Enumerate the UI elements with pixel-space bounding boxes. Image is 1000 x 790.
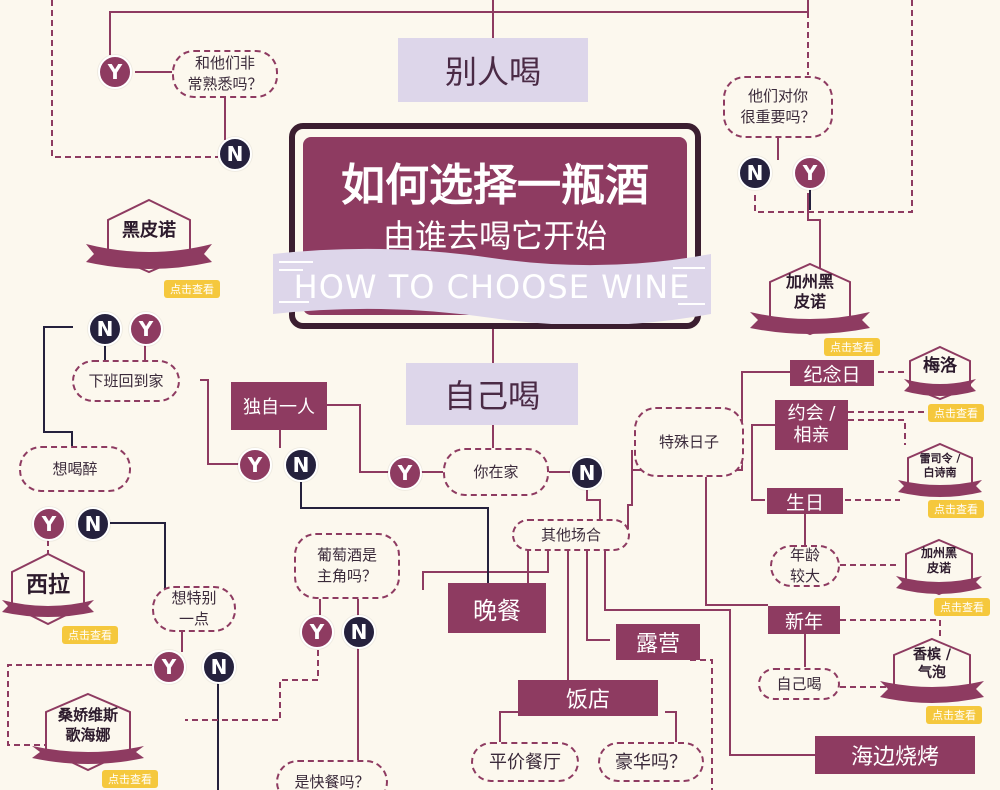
box-restaurant: 饭店: [518, 680, 658, 716]
hexagon-icon: [880, 637, 984, 703]
yes-circle-alone: Y: [238, 448, 272, 482]
box-birthday: 生日: [767, 488, 843, 514]
title-ribbon: HOW TO CHOOSE WINE: [273, 248, 711, 324]
title-sub: 由谁去喝它开始: [382, 217, 607, 255]
wine-name: 加州黑 皮诺: [785, 272, 834, 311]
wine-name: 黑皮诺: [122, 220, 176, 241]
no-circle-home: N: [88, 312, 122, 346]
question-fast-food: 是快餐吗？: [276, 760, 388, 790]
question-luxury: 豪华吗？: [598, 742, 704, 782]
ribbon-text: HOW TO CHOOSE WINE: [293, 268, 691, 306]
box-dinner: 晚餐: [448, 583, 546, 633]
question-age-older: 年龄 较大: [770, 545, 840, 587]
question-important: 他们对你 很重要吗？: [723, 76, 833, 138]
wine-name: 加州黑 皮诺: [920, 546, 957, 575]
box-new-year: 新年: [768, 606, 840, 634]
hexagon-icon: [750, 262, 870, 336]
box-alone: 独自一人: [231, 382, 327, 430]
no-circle-special: N: [202, 650, 236, 684]
dashed-connectors: [7, 0, 941, 790]
yes-circle-at-home: Y: [388, 456, 422, 490]
view-tag-syrah[interactable]: 点击查看: [62, 626, 118, 644]
wine-badge-ca-pinot[interactable]: 加州黑 皮诺: [750, 262, 870, 336]
wine-badge-champagne[interactable]: 香槟 / 气泡: [880, 637, 984, 703]
hexagon-icon: [898, 442, 982, 498]
view-tag-ca-pinot-2[interactable]: 点击查看: [934, 598, 990, 616]
question-want-special: 想特别 一点: [152, 586, 236, 632]
wine-name: 雷司令 / 白诗南: [919, 452, 961, 479]
branch-self: 自己喝: [406, 363, 578, 425]
box-date: 约会 / 相亲: [775, 400, 848, 450]
wine-badge-merlot[interactable]: 梅洛: [904, 345, 976, 401]
hexagon-icon: [86, 198, 212, 274]
title-main: 如何选择一瓶酒: [341, 160, 649, 211]
yes-circle-home: Y: [129, 312, 163, 346]
wine-badge-sangiovese[interactable]: 桑娇维斯 歌海娜: [32, 692, 144, 772]
yes-circle-familiar: Y: [98, 55, 132, 89]
wine-badge-syrah[interactable]: 西拉: [2, 552, 94, 626]
wine-name: 香槟 / 气泡: [913, 647, 951, 681]
box-anniversary: 纪念日: [790, 360, 874, 386]
box-camping: 露营: [616, 624, 700, 660]
no-circle-important: N: [738, 156, 772, 190]
view-tag-riesling[interactable]: 点击查看: [928, 500, 984, 518]
view-tag-ca-pinot[interactable]: 点击查看: [824, 338, 880, 356]
yes-circle-drunk: Y: [32, 507, 66, 541]
yes-circle-important: Y: [793, 156, 827, 190]
hexagon-icon: [32, 692, 144, 772]
wine-name: 桑娇维斯 歌海娜: [57, 706, 118, 744]
view-tag-sangiovese[interactable]: 点击查看: [102, 770, 158, 788]
view-tag-pinot-noir[interactable]: 点击查看: [164, 280, 220, 298]
view-tag-merlot[interactable]: 点击查看: [928, 404, 984, 422]
navy-connectors: [43, 160, 811, 790]
question-home-from-work: 下班回到家: [72, 360, 180, 402]
question-special-day: 特殊日子: [634, 407, 744, 477]
box-bbq: 海边烧烤: [815, 736, 975, 774]
no-circle-wine-star: N: [342, 615, 376, 649]
question-want-drunk: 想喝醉: [19, 446, 131, 492]
wine-name: 梅洛: [923, 356, 957, 376]
question-other-occasion: 其他场合: [512, 519, 630, 551]
question-wine-star: 葡萄酒是 主角吗？: [294, 533, 400, 599]
view-tag-champagne[interactable]: 点击查看: [926, 706, 982, 724]
question-familiar: 和他们非 常熟悉吗？: [172, 50, 278, 98]
no-circle-familiar: N: [218, 137, 252, 171]
branch-others: 别人喝: [398, 38, 588, 102]
wine-name: 西拉: [25, 573, 70, 598]
yes-circle-special: Y: [152, 650, 186, 684]
ribbon-shape: [273, 248, 711, 324]
wine-badge-pinot-noir[interactable]: 黑皮诺: [86, 198, 212, 274]
hexagon-icon: [896, 538, 982, 596]
wine-badge-ca-pinot-2[interactable]: 加州黑 皮诺: [896, 538, 982, 596]
yes-circle-wine-star: Y: [300, 615, 334, 649]
no-circle-at-home: N: [570, 456, 604, 490]
wine-badge-riesling[interactable]: 雷司令 / 白诗南: [898, 442, 982, 498]
question-cheap-restaurant: 平价餐厅: [471, 742, 579, 782]
hexagon-icon: [2, 552, 94, 626]
question-drink-self: 自己喝: [758, 668, 840, 700]
hexagon-icon: [904, 345, 976, 401]
no-circle-drunk: N: [76, 507, 110, 541]
no-circle-alone: N: [284, 448, 318, 482]
question-at-home: 你在家: [443, 448, 549, 496]
